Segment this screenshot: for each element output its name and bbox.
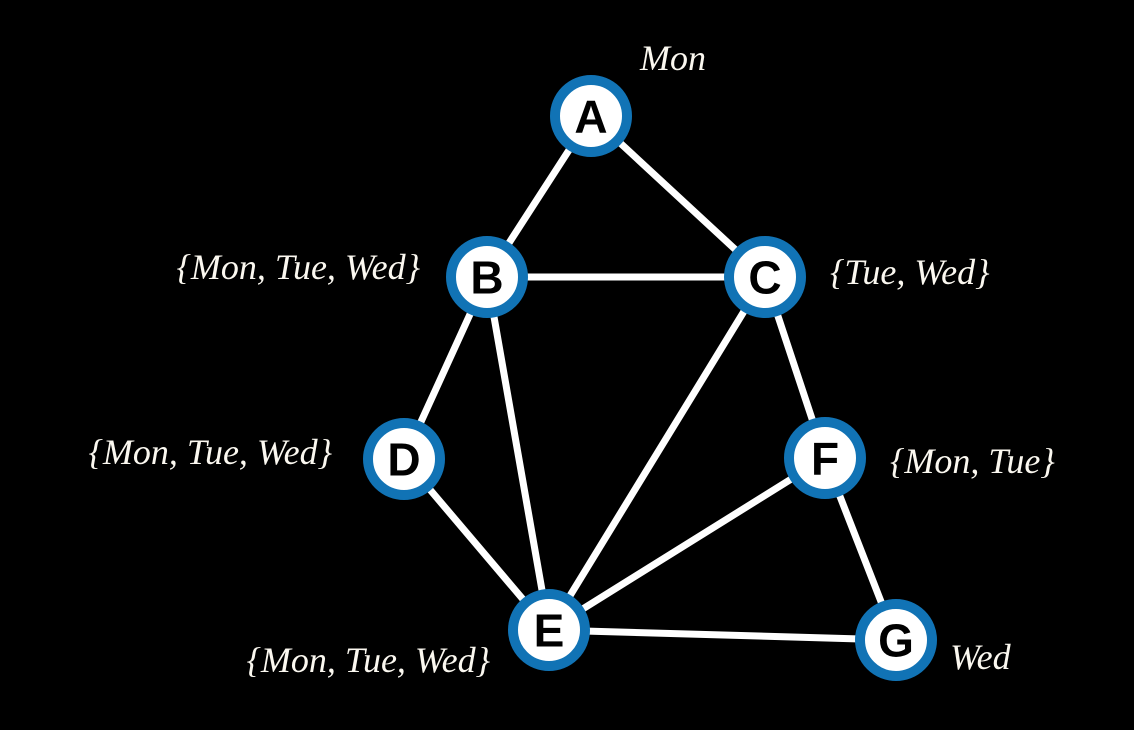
node-G: G xyxy=(855,599,937,681)
node-E-circle xyxy=(508,589,590,671)
node-C-letter: C xyxy=(748,252,781,304)
node-A-circle xyxy=(550,75,632,157)
node-G-domain-label: Wed xyxy=(950,637,1012,677)
node-B-domain-label: {Mon, Tue, Wed} xyxy=(177,247,421,287)
node-F-circle xyxy=(784,417,866,499)
node-F: F xyxy=(784,417,866,499)
node-A-domain-label: Mon xyxy=(639,38,706,78)
node-A: A xyxy=(550,75,632,157)
node-D-letter: D xyxy=(387,434,420,486)
node-E-domain-label: {Mon, Tue, Wed} xyxy=(247,640,491,680)
node-D-circle xyxy=(363,418,445,500)
node-B-letter: B xyxy=(470,252,503,304)
node-D-domain-label: {Mon, Tue, Wed} xyxy=(89,432,333,472)
node-A-letter: A xyxy=(574,91,607,143)
node-G-circle xyxy=(855,599,937,681)
node-F-domain-label: {Mon, Tue} xyxy=(890,441,1055,481)
node-G-letter: G xyxy=(878,615,914,667)
node-D: D xyxy=(363,418,445,500)
node-E: E xyxy=(508,589,590,671)
labels-layer: Mon {Mon, Tue, Wed} {Tue, Wed} {Mon, Tue, W… xyxy=(89,38,1056,680)
node-B-circle xyxy=(446,236,528,318)
node-C-domain-label: {Tue, Wed} xyxy=(830,252,990,292)
node-F-letter: F xyxy=(811,433,839,485)
nodes-layer: A B C D E F G xyxy=(363,75,937,681)
node-E-letter: E xyxy=(534,605,565,657)
edge-C-E xyxy=(545,273,769,634)
node-C-circle xyxy=(724,236,806,318)
edges-layer xyxy=(400,112,900,644)
node-C: C xyxy=(724,236,806,318)
edge-B-E xyxy=(483,273,553,634)
edge-E-G xyxy=(545,626,900,644)
edge-E-F xyxy=(545,454,829,634)
node-B: B xyxy=(446,236,528,318)
